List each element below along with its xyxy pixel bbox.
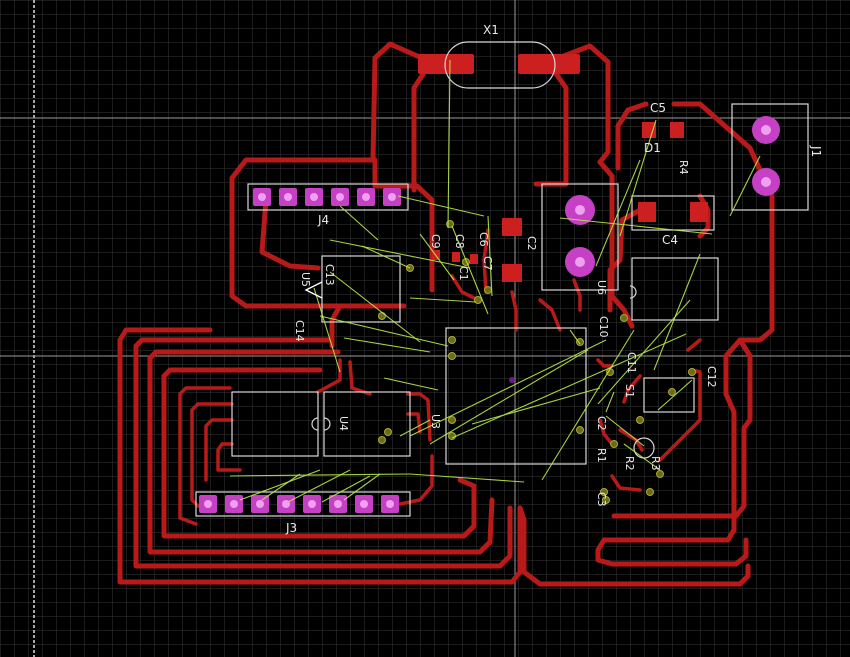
d1-pad-2[interactable]	[690, 202, 708, 222]
label-c1: C1	[457, 266, 470, 281]
c5-pad-2[interactable]	[670, 122, 684, 138]
via[interactable]	[448, 432, 456, 440]
via[interactable]	[636, 416, 644, 424]
j3-pin-hole	[360, 500, 368, 508]
via[interactable]	[474, 296, 482, 304]
j4-pin-hole	[362, 193, 370, 201]
j4-header-pins	[253, 188, 401, 206]
via[interactable]	[610, 440, 618, 448]
label-u6: U6	[595, 280, 608, 295]
via[interactable]	[484, 286, 492, 294]
label-c14: C14	[293, 320, 306, 342]
c5-pad-1[interactable]	[642, 122, 656, 138]
dip-left-outline[interactable]	[231, 391, 319, 457]
label-x1: X1	[483, 23, 499, 37]
label-d1: D1	[644, 141, 661, 155]
j4-pin-hole	[310, 193, 318, 201]
j4-pin-hole	[258, 193, 266, 201]
designator-labels: X1 C5 D1 R4 J1 J4 C9 C8 C6 C7 C2 C1 C4 C…	[285, 23, 823, 535]
ratsnest-airwires	[229, 59, 761, 503]
j4-pin-hole	[284, 193, 292, 201]
x1-pad-1[interactable]	[418, 54, 474, 74]
via[interactable]	[600, 488, 608, 496]
via[interactable]	[576, 426, 584, 434]
c10-outline[interactable]	[631, 257, 719, 321]
j3-pin-hole	[386, 500, 394, 508]
label-c3: C3	[595, 492, 608, 507]
label-u4: U4	[337, 416, 350, 431]
via[interactable]	[620, 314, 628, 322]
label-c4: C4	[662, 233, 678, 247]
label-u5: U5	[299, 272, 312, 287]
via[interactable]	[448, 416, 456, 424]
cursor-crosshair	[509, 377, 515, 383]
u3-outline[interactable]	[445, 327, 587, 465]
origin-marker	[304, 281, 323, 299]
c13-outline[interactable]	[321, 255, 401, 323]
x1-outline[interactable]	[444, 41, 556, 89]
via[interactable]	[448, 336, 456, 344]
label-u3: U3	[429, 414, 442, 429]
via[interactable]	[646, 488, 654, 496]
label-r3: R3	[649, 456, 662, 471]
label-c11: C11	[625, 352, 638, 374]
label-j1: J1	[809, 145, 823, 157]
via[interactable]	[378, 436, 386, 444]
via[interactable]	[688, 368, 696, 376]
via[interactable]	[378, 312, 386, 320]
j3-pin-hole	[204, 500, 212, 508]
through-hole-pads	[565, 116, 780, 277]
via[interactable]	[448, 352, 456, 360]
j3-pin-hole	[334, 500, 342, 508]
s1-outline[interactable]	[643, 377, 695, 413]
label-c2: C2	[525, 236, 538, 251]
j4-pin-hole	[336, 193, 344, 201]
c2-pad-1[interactable]	[502, 218, 522, 236]
via[interactable]	[668, 388, 676, 396]
label-c6: C6	[477, 232, 490, 247]
u4-outline[interactable]	[323, 391, 411, 457]
j4-pin-hole	[388, 193, 396, 201]
j3-pin-hole	[230, 500, 238, 508]
x1-pad-2[interactable]	[518, 54, 580, 74]
label-c9: C9	[429, 234, 442, 249]
label-c5: C5	[650, 101, 666, 115]
label-c12: C12	[705, 366, 718, 388]
j4-outline[interactable]	[247, 183, 409, 211]
label-c7: C7	[481, 256, 494, 271]
label-c10: C10	[597, 316, 610, 338]
label-c13: C13	[323, 264, 336, 286]
label-j4: J4	[317, 213, 329, 227]
c8-pad[interactable]	[452, 252, 460, 262]
c6-pad[interactable]	[470, 254, 478, 264]
c2-pad-2[interactable]	[502, 264, 522, 282]
label-s1: S1	[623, 384, 636, 398]
label-r4: R4	[677, 160, 690, 175]
via[interactable]	[656, 470, 664, 478]
j3-pin-hole	[256, 500, 264, 508]
u6-outline[interactable]	[541, 183, 619, 291]
j3-outline[interactable]	[195, 491, 411, 517]
copper-traces	[117, 41, 775, 587]
via[interactable]	[384, 428, 392, 436]
d1-pad-1[interactable]	[638, 202, 656, 222]
via[interactable]	[576, 338, 584, 346]
label-r2: R2	[623, 456, 636, 471]
label-r1: R1	[595, 448, 608, 463]
j1-outline[interactable]	[731, 103, 809, 211]
smd-pads	[418, 54, 708, 282]
label-c8: C8	[453, 234, 466, 249]
via[interactable]	[602, 496, 610, 504]
j3-header-pins	[199, 495, 399, 513]
label-j3: J3	[285, 521, 297, 535]
j3-pin-hole	[308, 500, 316, 508]
label-c2-lower: C2	[595, 416, 608, 431]
